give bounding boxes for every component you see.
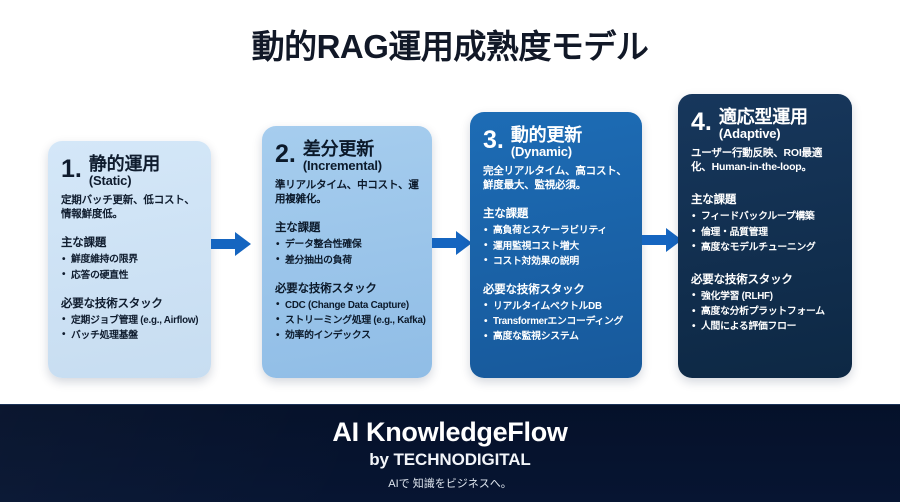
- stage-3-challenges-heading: 主な課題: [483, 208, 529, 221]
- footer-band: AI KnowledgeFlow by TECHNODIGITAL AIで 知識…: [0, 404, 900, 502]
- list-item: データ整合性確保: [275, 237, 419, 253]
- list-item: 倫理・品質管理: [691, 224, 839, 240]
- stage-3-stack-list: リアルタイムベクトルDB Transformerエンコーディング 高度な監視シス…: [483, 298, 629, 345]
- list-item: Transformerエンコーディング: [483, 314, 629, 330]
- stage-4-title-ja: 適応型運用: [718, 107, 808, 127]
- list-item: 差分抽出の負荷: [275, 252, 419, 268]
- stage-1-titles: 静的運用 (Static): [89, 155, 160, 188]
- arrow-stage-2-to-3-icon: [432, 230, 472, 256]
- list-item: 鮮度維持の限界: [61, 252, 198, 268]
- stage-1-title-en: (Static): [88, 172, 132, 188]
- footer-by-line: by TECHNODIGITAL: [369, 449, 531, 469]
- list-item: 応答の硬直性: [61, 267, 198, 283]
- page-title: 動的RAG運用成熟度モデル: [251, 28, 649, 65]
- list-item: 強化学習 (RLHF): [691, 288, 839, 304]
- stage-4-description: ユーザー行動反映、ROI最適化、Human-in-the-loop。: [691, 146, 823, 174]
- list-item: 効率的インデックス: [275, 328, 419, 344]
- stage-1-challenges-list: 鮮度維持の限界 応答の硬直性: [61, 252, 198, 283]
- list-item: 高度な分析プラットフォーム: [691, 304, 839, 320]
- footer-tagline: AIで 知識をビジネスへ。: [388, 477, 512, 490]
- list-item: 高負荷とスケーラビリティ: [483, 223, 629, 239]
- stage-3-title-ja: 動的更新: [510, 125, 583, 145]
- list-item: 運用監視コスト増大: [483, 238, 629, 254]
- stage-2-challenges-list: データ整合性確保 差分抽出の負荷: [275, 237, 419, 268]
- stage-3-challenges-list: 高負荷とスケーラビリティ 運用監視コスト増大 コスト対効果の説明: [483, 223, 629, 269]
- stage-1-title-ja: 静的運用: [88, 154, 161, 174]
- stage-3-number: 3.: [483, 126, 504, 154]
- stage-2-description: 準リアルタイム、中コスト、運用複雑化。: [275, 178, 419, 206]
- stage-4-title-en: (Adaptive): [718, 125, 781, 141]
- list-item: 定期ジョブ管理 (e.g., Airflow): [61, 312, 198, 328]
- stage-card-1: 1. 静的運用 (Static) 定期バッチ更新、低コスト、情報鮮度低。 主な課…: [48, 141, 211, 378]
- stage-card-4: 4. 適応型運用 (Adaptive) ユーザー行動反映、ROI最適化、Huma…: [678, 94, 852, 378]
- stage-3-stack-heading: 必要な技術スタック: [483, 283, 585, 296]
- stage-2-titles: 差分更新 (Incremental): [303, 140, 382, 173]
- stage-2-number: 2.: [275, 140, 296, 168]
- stage-1-number: 1.: [61, 155, 82, 183]
- arrow-stage-1-to-2-icon: [211, 231, 251, 257]
- stage-2-title-ja: 差分更新: [302, 139, 375, 159]
- list-item: 人間による評価フロー: [691, 319, 839, 335]
- stage-4-challenges-heading: 主な課題: [691, 194, 737, 207]
- stage-4-stack-heading: 必要な技術スタック: [691, 273, 793, 286]
- list-item: ストリーミング処理 (e.g., Kafka): [275, 312, 426, 328]
- stage-2-header: 2. 差分更新 (Incremental): [275, 140, 419, 173]
- stage-4-challenges-list: フィードバックループ構築 倫理・品質管理 高度なモデルチューニング: [691, 209, 839, 255]
- stage-4-stack-list: 強化学習 (RLHF) 高度な分析プラットフォーム 人間による評価フロー: [691, 288, 839, 335]
- list-item: CDC (Change Data Capture): [275, 297, 419, 313]
- arrow-stage-3-to-4-icon: [642, 227, 682, 253]
- stage-3-description: 完全リアルタイム、高コスト、鮮度最大、監視必須。: [483, 164, 627, 192]
- stage-3-header: 3. 動的更新 (Dynamic): [483, 126, 629, 159]
- stage-2-challenges-heading: 主な課題: [275, 222, 321, 235]
- stage-card-3: 3. 動的更新 (Dynamic) 完全リアルタイム、高コスト、鮮度最大、監視必…: [470, 112, 642, 378]
- list-item: バッチ処理基盤: [61, 327, 198, 343]
- stage-1-stack-list: 定期ジョブ管理 (e.g., Airflow) バッチ処理基盤: [61, 312, 198, 343]
- stage-2-title-en: (Incremental): [302, 157, 382, 173]
- list-item: フィードバックループ構築: [691, 209, 839, 225]
- stage-3-title-en: (Dynamic): [510, 143, 572, 159]
- stage-4-titles: 適応型運用 (Adaptive): [719, 108, 808, 141]
- list-item: コスト対効果の説明: [483, 253, 629, 269]
- stage-4-header: 4. 適応型運用 (Adaptive): [691, 108, 839, 141]
- stage-1-challenges-heading: 主な課題: [61, 237, 107, 250]
- stage-1-header: 1. 静的運用 (Static): [61, 155, 198, 188]
- footer-brand: AI KnowledgeFlow: [332, 416, 568, 447]
- list-item: 高度なモデルチューニング: [691, 239, 839, 255]
- list-item: リアルタイムベクトルDB: [483, 298, 629, 314]
- stage-4-number: 4.: [691, 108, 712, 136]
- stage-2-stack-list: CDC (Change Data Capture) ストリーミング処理 (e.g…: [275, 297, 426, 344]
- stage-card-2: 2. 差分更新 (Incremental) 準リアルタイム、中コスト、運用複雑化…: [262, 126, 432, 378]
- stage-2-stack-heading: 必要な技術スタック: [275, 282, 377, 295]
- stage-1-description: 定期バッチ更新、低コスト、情報鮮度低。: [61, 193, 195, 221]
- list-item: 高度な監視システム: [483, 329, 629, 345]
- stage-1-stack-heading: 必要な技術スタック: [61, 297, 163, 310]
- stage-3-titles: 動的更新 (Dynamic): [511, 126, 582, 159]
